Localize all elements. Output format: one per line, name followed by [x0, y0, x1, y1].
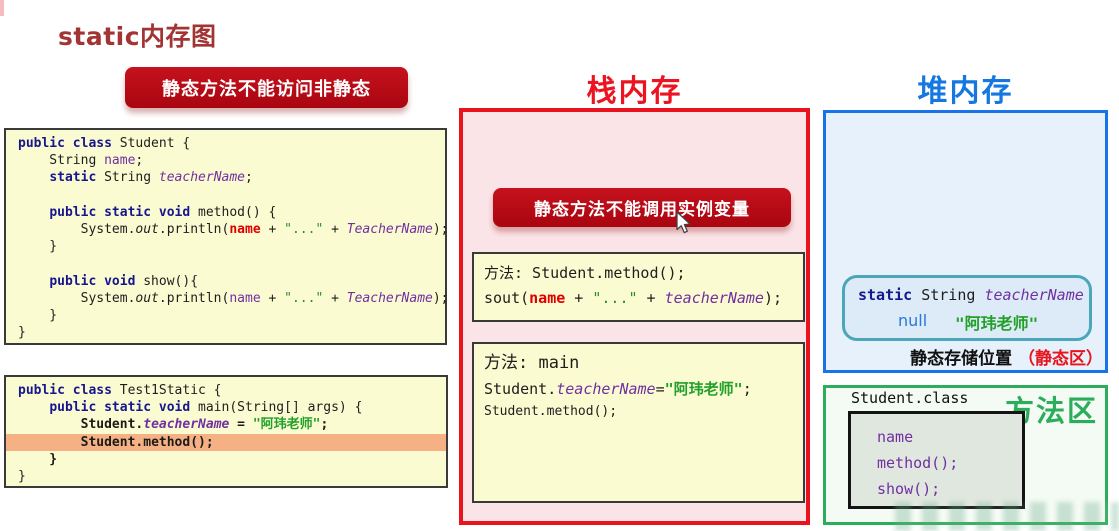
static-variable-declaration: static String teacherName — [858, 286, 1084, 304]
code-line: sout(name + "..." + teacherName); — [484, 289, 783, 307]
mouse-cursor-icon — [676, 211, 691, 234]
code-line: } — [18, 308, 58, 324]
code-line: public class Test1Static { — [18, 383, 222, 398]
code-line — [18, 255, 445, 272]
code-line: 方法: Student.method(); — [484, 264, 686, 282]
code-line: 方法: main — [484, 353, 580, 373]
code-line: static String teacherName; — [49, 170, 253, 186]
static-variable-new-value: "阿玮老师" — [955, 314, 1039, 333]
note-badge-no-instance-vars: 静态方法不能调用实例变量 — [493, 188, 791, 227]
note-badge-no-access-nonstatic: 静态方法不能访问非静态 — [125, 67, 408, 108]
code-line: Student.method(); — [6, 433, 446, 451]
code-line: } — [18, 451, 58, 467]
stack-memory-title: 栈内存 — [586, 74, 683, 109]
code-line: public void show(){ — [49, 273, 199, 289]
static-variable-box: static String teacherName null "阿玮老师" — [842, 275, 1092, 341]
code-line: Student.method(); — [484, 404, 618, 419]
code-line: public class Student { — [18, 136, 191, 151]
code-line: System.out.println(name + "..." + Teache… — [18, 222, 449, 238]
code-line: String name; — [18, 153, 144, 169]
student-class-label: Student.class — [851, 389, 969, 407]
code-block-student-class: public class Student { String name; stat… — [4, 128, 449, 345]
class-members-box: name method(); show(); — [848, 411, 1025, 509]
corner-mark-decoration — [0, 0, 4, 16]
static-variable-old-value-null: null — [898, 311, 928, 330]
code-line: public static void main(String[] args) { — [49, 400, 363, 416]
class-member-show: show(); — [877, 480, 941, 498]
static-area-caption-label: （静态区） — [1018, 349, 1103, 369]
watermark — [895, 502, 1119, 531]
code-line: System.out.println(name + "..." + Teache… — [18, 290, 449, 306]
stack-frame-method: 方法: Student.method(); sout(name + "..." +… — [472, 252, 805, 322]
code-block-test1static-class: public class Test1Static { public static… — [4, 375, 448, 488]
static-storage-caption-label: 静态存储位置 — [910, 349, 1013, 369]
code-line: public static void method() { — [49, 204, 277, 220]
code-line — [18, 187, 445, 204]
code-line: } — [18, 325, 26, 341]
static-storage-caption: 静态存储位置 （静态区） — [910, 344, 1103, 369]
heap-memory-title: 堆内存 — [917, 74, 1014, 109]
class-member-name: name — [877, 428, 914, 446]
class-member-method: method(); — [877, 454, 959, 472]
code-line: } — [18, 469, 26, 485]
code-line: Student.teacherName = "阿玮老师"; — [80, 417, 329, 433]
code-line: Student.teacherName="阿玮老师"; — [484, 380, 752, 398]
code-line: } — [18, 239, 58, 255]
page-title: static内存图 — [58, 22, 217, 51]
